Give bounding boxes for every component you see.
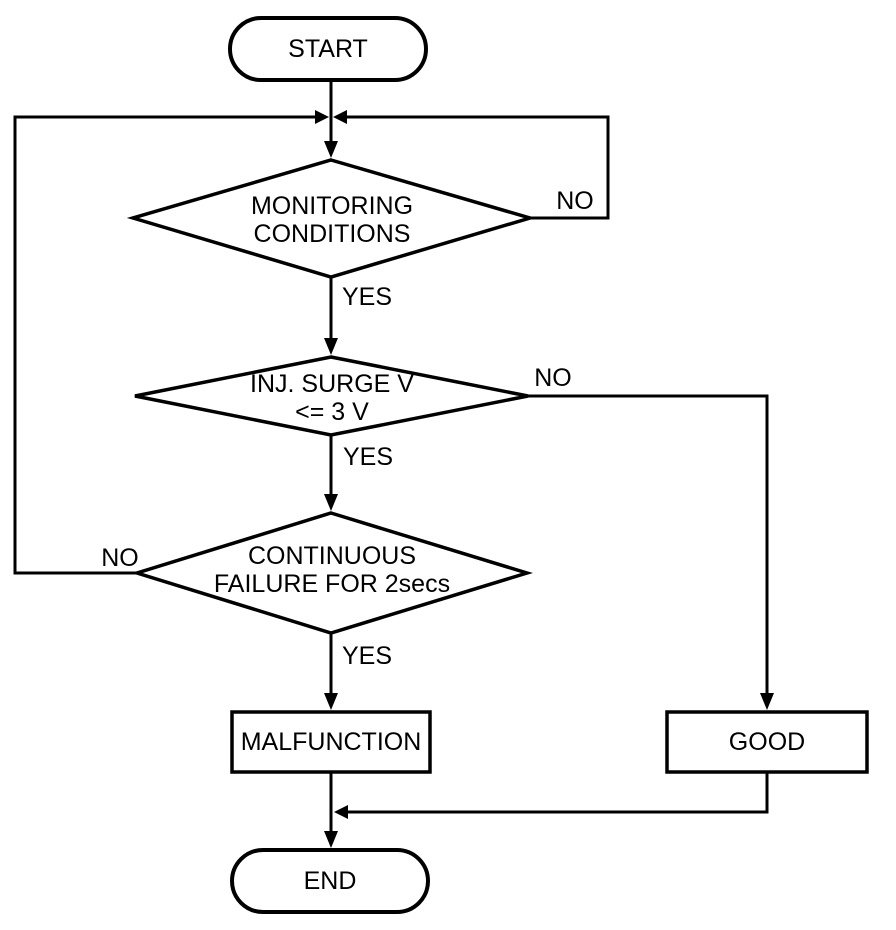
end-label: END	[303, 867, 357, 895]
start-node	[228, 16, 428, 82]
edge-good-to-merge	[348, 772, 769, 814]
continuous-yes-label: YES	[342, 642, 393, 670]
monitoring-no-label: NO	[556, 187, 594, 215]
surge-yes-label: YES	[343, 443, 394, 471]
process-good	[665, 710, 869, 774]
continuous-decision-line2: FAILURE FOR 2secs	[213, 570, 451, 598]
edge-surge-no-to-good	[528, 394, 769, 695]
arrowhead-into-end	[324, 831, 338, 848]
surge-no-label: NO	[534, 364, 572, 392]
arrowhead-into-good	[760, 693, 774, 710]
decision-continuous-failure	[131, 511, 533, 635]
process-malfunction	[230, 710, 432, 774]
arrowhead-good-merge	[334, 805, 348, 819]
decision-monitoring-conditions	[126, 158, 537, 279]
good-label: GOOD	[728, 728, 806, 756]
arrowhead-into-continuous	[324, 494, 338, 511]
continuous-decision-line1: CONTINUOUS	[247, 542, 417, 570]
arrowhead-into-monitoring	[324, 141, 338, 158]
surge-decision-line2: <= 3 V	[295, 398, 369, 426]
arrowhead-right-loop-junction	[333, 110, 347, 124]
edge-continuous-no-loop	[13, 115, 315, 575]
arrowhead-left-loop-junction	[315, 110, 329, 124]
edge-monitoring-no-loop	[347, 115, 610, 220]
start-label: START	[288, 35, 368, 63]
surge-decision-line1: INJ. SURGE V	[250, 370, 414, 398]
surge-decision-label: INJ. SURGE V <= 3 V	[250, 370, 414, 426]
monitoring-decision-line1: MONITORING	[250, 192, 414, 220]
arrowhead-into-surge	[324, 338, 338, 355]
continuous-decision-label: CONTINUOUS FAILURE FOR 2secs	[214, 542, 450, 598]
continuous-no-label: NO	[101, 544, 139, 572]
end-node	[230, 848, 430, 914]
monitoring-yes-label: YES	[342, 283, 393, 311]
malfunction-label: MALFUNCTION	[240, 728, 422, 756]
monitoring-decision-line2: CONDITIONS	[253, 220, 411, 248]
monitoring-decision-label: MONITORING CONDITIONS	[251, 192, 413, 248]
arrowhead-into-malfunction	[324, 693, 338, 710]
decision-inj-surge-v	[134, 355, 529, 437]
